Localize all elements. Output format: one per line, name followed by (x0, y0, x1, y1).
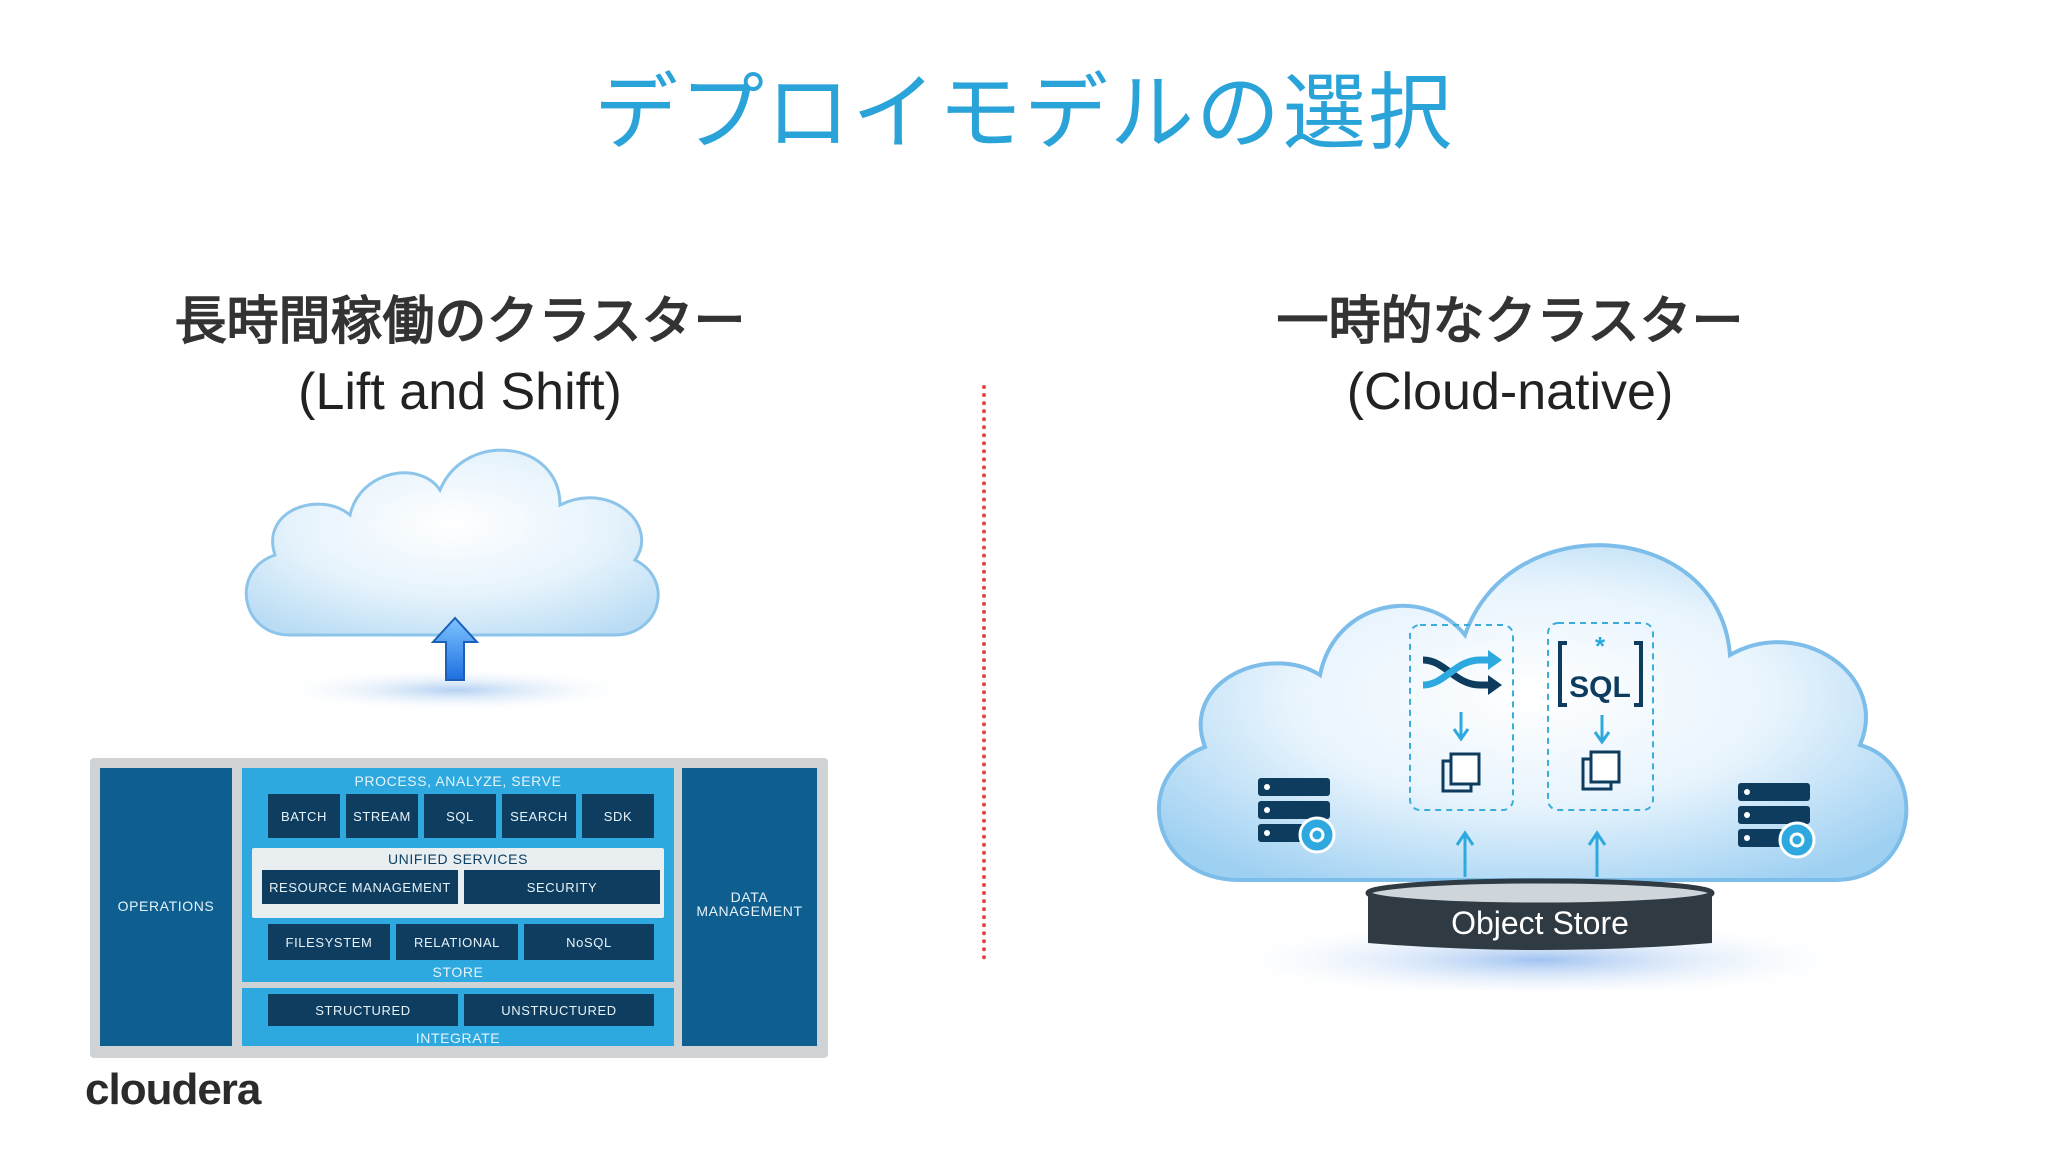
up-arrow-icon (1587, 830, 1607, 877)
stream-box: STREAM (346, 794, 418, 838)
down-arrow-icon (1593, 715, 1611, 745)
left-column-title: 長時間稼働のクラスター (174, 292, 746, 352)
integrate-label: INTEGRATE (415, 1030, 501, 1046)
cloudera-logo: cloudera (85, 1065, 261, 1114)
search-box: SEARCH (502, 794, 576, 838)
up-arrow-icon (1455, 830, 1475, 877)
left-column-subtitle: (Lift and Shift) (298, 363, 622, 421)
resource-management-box: RESOURCE MANAGEMENT (262, 870, 458, 904)
sdk-box: SDK (582, 794, 654, 838)
nosql-box: NoSQL (524, 924, 654, 960)
store-label: STORE (432, 964, 484, 980)
right-cloud-illustration: * SQL Object Store (1156, 543, 1909, 990)
copy-files-icon (1441, 752, 1481, 793)
server-gear-icon-left (1258, 778, 1336, 854)
object-store-label: Object Store (1451, 905, 1629, 941)
data-management-column: DATA MANAGEMENT (682, 768, 817, 1046)
right-column-subtitle: (Cloud-native) (1346, 363, 1674, 421)
compute-panel-shuffle (1409, 624, 1514, 811)
down-arrow-icon (1452, 712, 1470, 742)
server-gear-icon-right (1738, 783, 1816, 859)
dotted-divider (982, 385, 986, 960)
sql-box: SQL (424, 794, 496, 838)
svg-text:*: * (1595, 631, 1606, 661)
left-cloud-illustration (244, 448, 660, 712)
upload-arrow-icon (430, 616, 480, 681)
filesystem-box: FILESYSTEM (268, 924, 390, 960)
operations-column: OPERATIONS (100, 768, 232, 1046)
structured-box: STRUCTURED (268, 994, 458, 1026)
compute-panel-sql (1547, 622, 1654, 811)
unstructured-box: UNSTRUCTURED (464, 994, 654, 1026)
operations-label: OPERATIONS (117, 898, 215, 914)
cloud-shape (244, 448, 660, 637)
cloud-shape (1156, 543, 1909, 882)
data-management-label: DATA MANAGEMENT (696, 889, 803, 919)
object-store-cylinder: Object Store (1365, 878, 1715, 950)
slide-title: デプロイモデルの選択 (593, 64, 1454, 162)
security-box: SECURITY (464, 870, 660, 904)
process-header: PROCESS, ANALYZE, SERVE (354, 773, 562, 789)
relational-box: RELATIONAL (396, 924, 518, 960)
cloud-shadow (270, 668, 640, 712)
batch-box: BATCH (268, 794, 340, 838)
platform-stack-diagram: OPERATIONS DATA MANAGEMENT PROCESS, ANAL… (90, 758, 828, 1058)
sql-icon-text: SQL (1569, 671, 1631, 704)
copy-files-icon (1581, 750, 1621, 791)
shuffle-icon (1422, 650, 1502, 695)
right-column-title: 一時的なクラスター (1276, 292, 1744, 352)
unified-services-header: UNIFIED SERVICES (387, 851, 529, 867)
sql-icon: * SQL (1558, 631, 1643, 707)
